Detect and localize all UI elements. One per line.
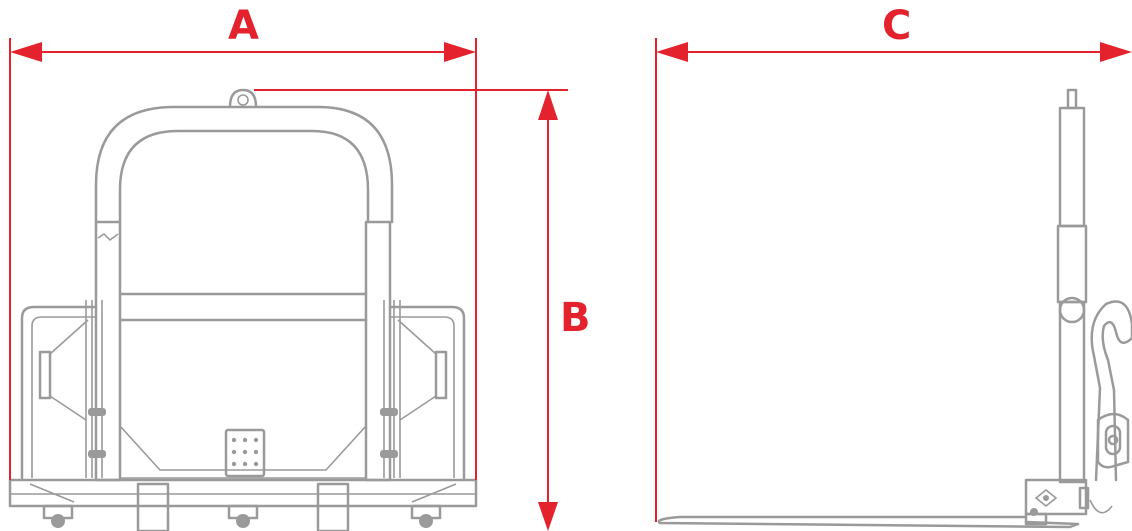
dim-a-arrow-left [10, 42, 42, 62]
front-view [8, 88, 478, 531]
dimension-a [9, 38, 477, 480]
roller-center [227, 504, 259, 528]
roller-left [42, 504, 74, 528]
side-view [657, 88, 1132, 529]
dimension-label-b: B [560, 295, 591, 341]
top-arch-inner [118, 129, 370, 224]
dim-b-arrow-bottom [538, 502, 558, 531]
top-arch-outer [94, 105, 394, 224]
right-side-frame [388, 300, 466, 480]
bottom-beam [8, 478, 478, 531]
dim-c-arrow-left [656, 42, 688, 62]
dimension-c [655, 38, 1132, 522]
hole-plate [224, 428, 266, 478]
mast [1056, 88, 1088, 484]
dimension-b [254, 89, 568, 531]
left-side-frame [20, 300, 98, 480]
left-post [88, 220, 122, 482]
lifting-eye [228, 88, 258, 109]
carriage-bottom [1024, 478, 1113, 526]
dimension-label-a: A [228, 3, 259, 49]
side-plate [1096, 412, 1130, 469]
hook [1090, 300, 1132, 482]
dim-b-arrow-top [538, 90, 558, 120]
dim-c-arrow-right [1100, 42, 1132, 62]
dimension-label-c: C [882, 3, 912, 49]
dim-a-arrow-right [444, 42, 476, 62]
crossbar [118, 292, 368, 479]
right-post [364, 220, 398, 482]
fork-tine-side [657, 515, 1080, 529]
roller-right [410, 504, 442, 528]
